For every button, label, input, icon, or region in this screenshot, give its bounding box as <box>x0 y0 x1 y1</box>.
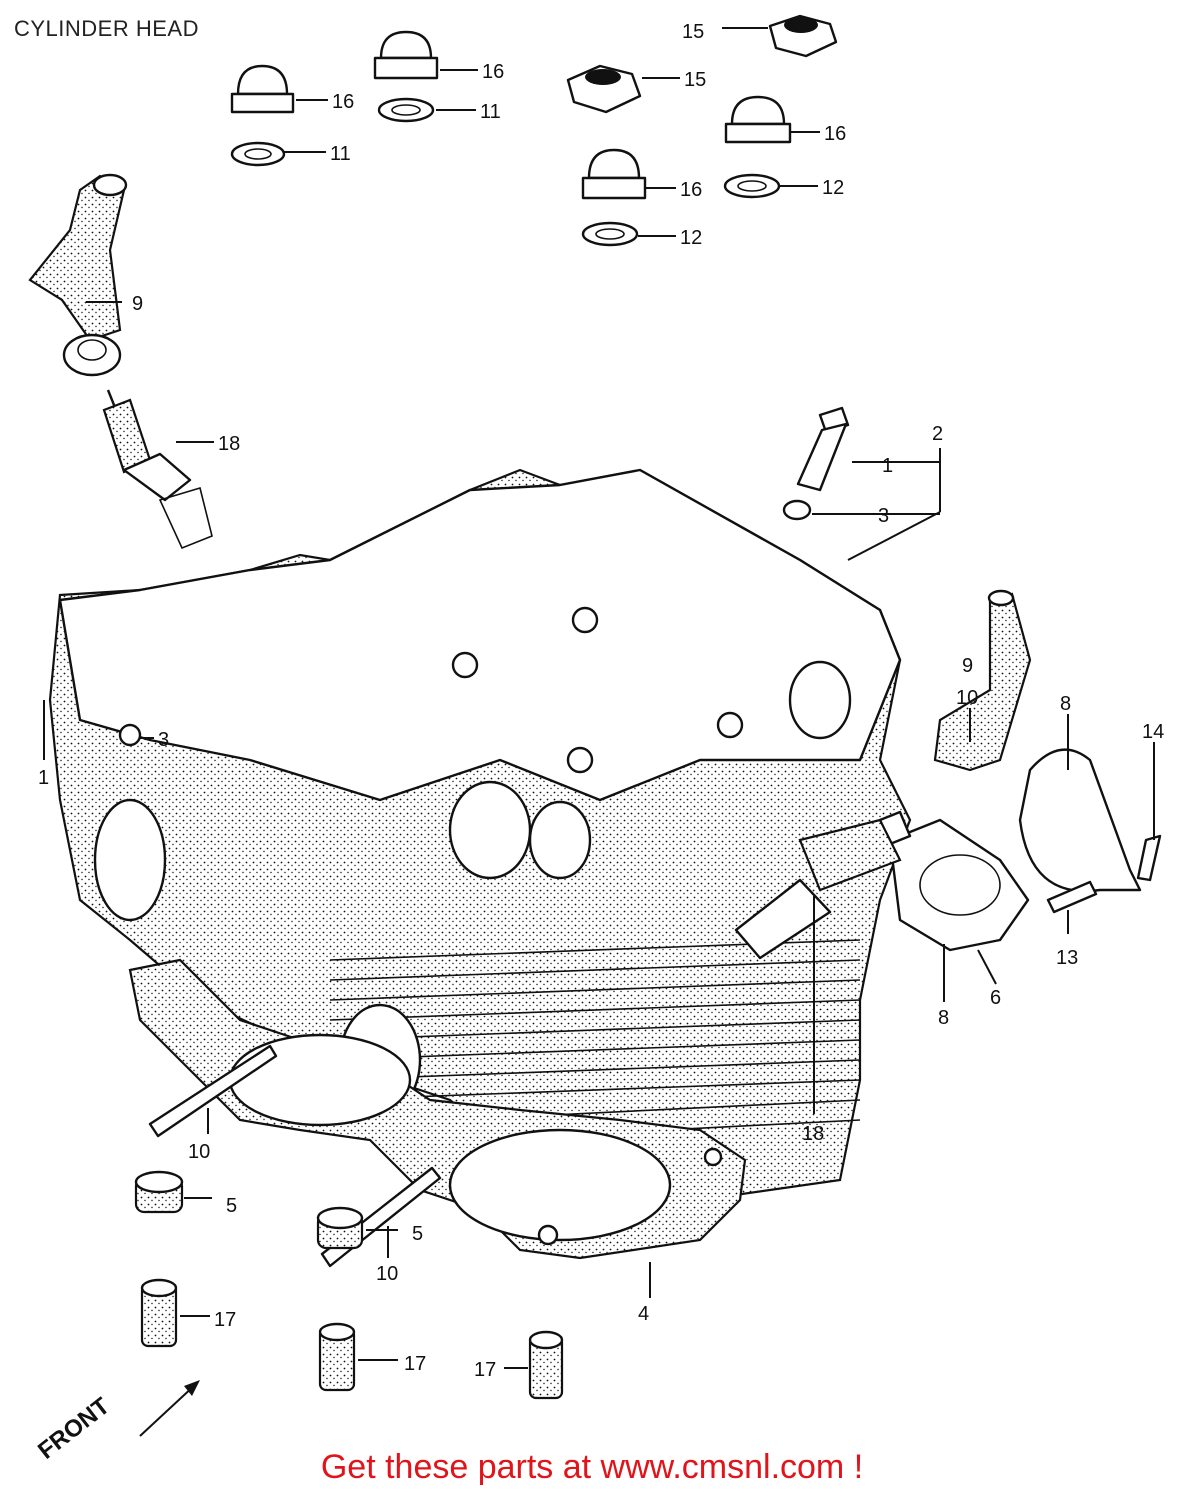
spark-plug-cap-9 <box>28 173 128 377</box>
cap-nut-16-b <box>373 30 439 80</box>
washer-11-b <box>377 97 435 123</box>
bolt-13 <box>1046 880 1098 914</box>
callout-17-a: 17 <box>214 1309 236 1331</box>
callout-labels: 15 16 15 16 11 11 16 16 12 12 9 18 2 1 3… <box>38 21 1164 1381</box>
spark-plug-cap-9-b <box>933 589 1032 772</box>
screw-14 <box>1136 834 1162 882</box>
clamp-band-8 <box>1018 748 1142 893</box>
spark-plug-18-a <box>102 389 213 550</box>
callout-13: 13 <box>1056 947 1078 969</box>
callout-3-a: 3 <box>878 505 889 527</box>
callout-12-a: 12 <box>822 177 844 199</box>
washer-12-a <box>723 173 781 199</box>
callout-10-b: 10 <box>188 1141 210 1163</box>
callout-18-a: 18 <box>218 433 240 455</box>
callout-6: 6 <box>990 987 1001 1009</box>
callout-10-c: 10 <box>376 1263 398 1285</box>
callout-4: 4 <box>638 1303 649 1325</box>
washer-11-a <box>230 141 286 167</box>
callout-11-a: 11 <box>480 101 501 123</box>
hex-nut-15-b <box>566 64 642 114</box>
callout-16-d: 16 <box>680 179 702 201</box>
callout-16-a: 16 <box>482 61 504 83</box>
cap-nut-16-d <box>581 148 647 200</box>
dowel-5-a <box>134 1170 184 1214</box>
callout-2: 2 <box>932 423 943 445</box>
callout-12-b: 12 <box>680 227 702 249</box>
callout-16-b: 16 <box>332 91 354 113</box>
callout-15-b: 15 <box>684 69 706 91</box>
callout-10-a: 10 <box>956 687 978 709</box>
bolt-1-b <box>796 406 850 492</box>
callout-9-b: 9 <box>962 655 973 677</box>
pin-17-a <box>140 1278 178 1348</box>
cylinder-head-body <box>48 468 912 1202</box>
callout-5-b: 5 <box>412 1223 423 1245</box>
callout-17-c: 17 <box>474 1359 496 1381</box>
washer-12-b <box>581 221 639 247</box>
cap-nut-16-a <box>230 64 295 114</box>
callout-1-a: 1 <box>882 455 893 477</box>
callout-8-a: 8 <box>1060 693 1071 715</box>
carb-insulator-6 <box>888 818 1030 952</box>
spark-plug-18-b <box>734 810 912 960</box>
stud-10-a <box>148 1044 278 1138</box>
callout-14: 14 <box>1142 721 1164 743</box>
cap-nut-16-c <box>724 95 792 144</box>
callout-11-b: 11 <box>330 143 351 165</box>
diagram-title: CYLINDER HEAD <box>14 16 199 41</box>
o-ring-3-b <box>782 499 812 521</box>
callout-9-a: 9 <box>132 293 143 315</box>
callout-16-c: 16 <box>824 123 846 145</box>
callout-1-b: 1 <box>38 767 49 789</box>
hex-nut-15-a <box>768 14 838 58</box>
callout-15-a: 15 <box>682 21 704 43</box>
pin-17-b <box>318 1322 356 1392</box>
callout-17-b: 17 <box>404 1353 426 1375</box>
parts-link-banner[interactable]: Get these parts at www.cmsnl.com ! <box>320 1448 864 1486</box>
callout-5-a: 5 <box>226 1195 237 1217</box>
pin-17-c <box>528 1330 564 1400</box>
callout-8-b: 8 <box>938 1007 949 1029</box>
callout-3-b: 3 <box>158 729 169 751</box>
callout-leaders <box>43 27 1155 1369</box>
callout-18-b: 18 <box>802 1123 824 1145</box>
dowel-5-b <box>316 1206 364 1250</box>
